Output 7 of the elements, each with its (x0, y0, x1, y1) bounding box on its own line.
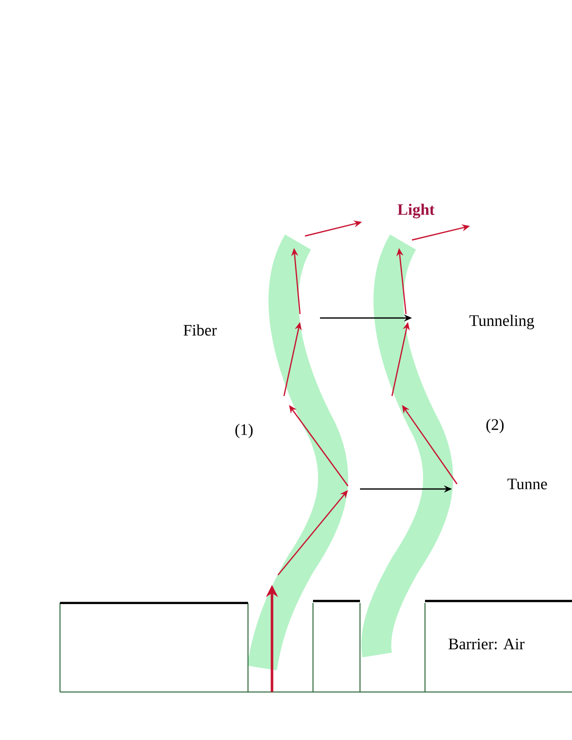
label: Tunneling (469, 314, 534, 330)
label: Light (398, 204, 435, 218)
label: Barrier: Air (448, 638, 524, 650)
label: (2) (486, 418, 504, 434)
label: Fiber (184, 324, 217, 336)
label: (1) (235, 424, 253, 438)
label: Tunne (507, 478, 547, 490)
